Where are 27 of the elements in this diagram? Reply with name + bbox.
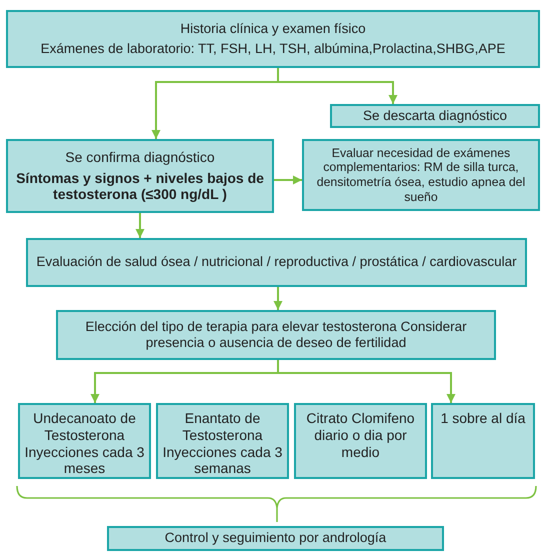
arrow [274, 176, 302, 184]
process-box [56, 310, 496, 360]
box-text: Exámenes de laboratorio: TT, FSH, LH, TSH, albúmina,Prolactina,SHBG,APE [40, 41, 506, 58]
box-text: Se descarta diagnóstico [362, 108, 508, 124]
process-box [156, 403, 289, 479]
process-box [431, 403, 535, 479]
process-box [18, 403, 151, 479]
box-text: Evaluación de salud ósea / nutricional / reproductiva / prostática / cardiovascular [36, 254, 517, 271]
box-text: 1 sobre al día [440, 410, 526, 427]
process-box [26, 238, 527, 287]
box-heading: Historia clínica y examen físico [180, 20, 366, 37]
process-box [294, 403, 427, 479]
box-text: Síntomas y signos + niveles bajos de testosterona (≤300 ng/dL ) [15, 170, 265, 204]
box-text: Enantato de Testosterona Inyecciones cada 3 semanas [162, 410, 283, 478]
box-text: Elección del tipo de terapia para elevar testosterona Considerar presencia o ausencia de deseo de fertilidad [84, 318, 468, 352]
box-text: Citrato Clomifeno diario o dia por medio [305, 410, 416, 460]
process-box [107, 526, 444, 551]
box-text: Evaluar necesidad de exámenes complementarios: RM de silla turca, densitometría ósea, estudio apnea del sueño [316, 146, 526, 204]
box-text: Undecanoato de Testosterona Inyecciones cada 3 meses [24, 410, 145, 478]
process-box [302, 139, 540, 211]
box-text: Control y seguimiento por andrología [164, 530, 386, 547]
process-box [330, 104, 540, 128]
arrow [136, 213, 144, 238]
process-box [6, 10, 540, 68]
process-box [6, 139, 274, 213]
box-heading: Se confirma diagnóstico [65, 148, 215, 166]
arrow [274, 287, 282, 310]
